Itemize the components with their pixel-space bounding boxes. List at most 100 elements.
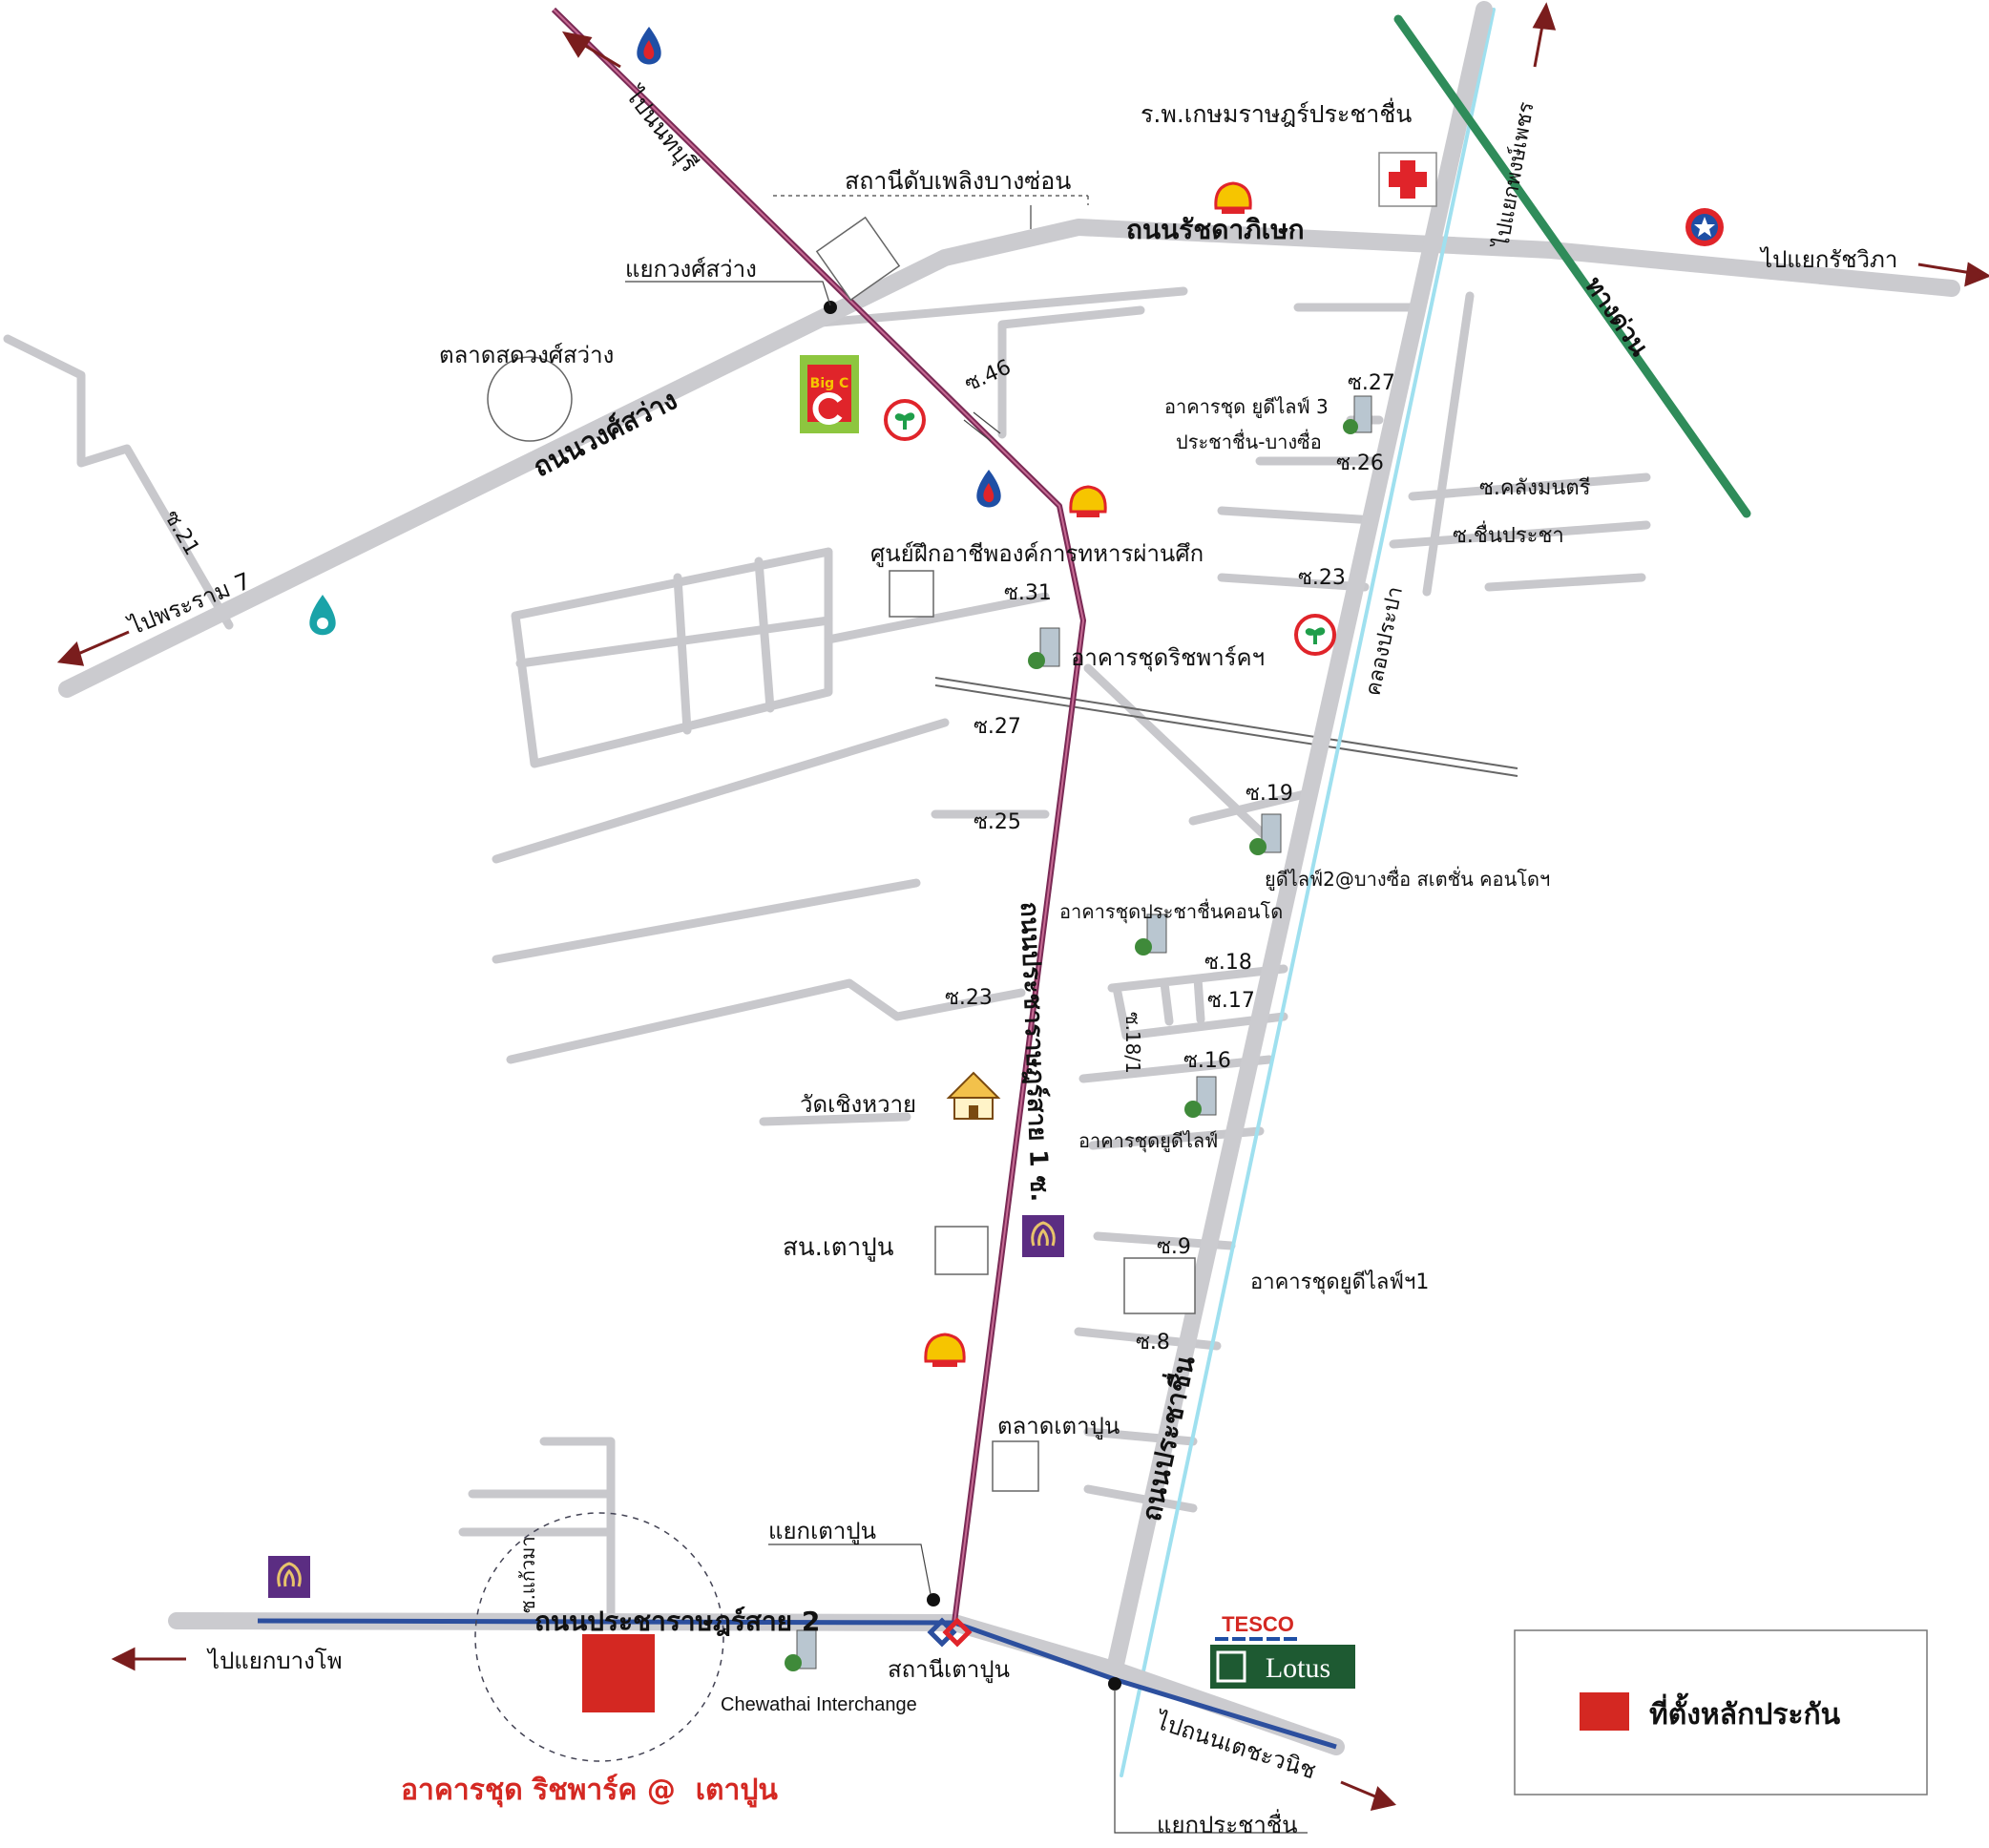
uddelight3-label-b: ประชาชื่น-บางซื่อ bbox=[1176, 429, 1322, 453]
svg-text:TESCO: TESCO bbox=[1222, 1612, 1294, 1636]
soi-27-west-label: ซ.27 bbox=[974, 715, 1021, 739]
road-soi-23-west bbox=[506, 978, 1026, 1064]
legend-label: ที่ตั้งหลักประกัน bbox=[1649, 1692, 1841, 1732]
road-soi-kaew-ma bbox=[539, 1437, 616, 1618]
arrow-to-nonthaburi bbox=[561, 31, 621, 69]
road-wat-area bbox=[759, 1112, 911, 1126]
wong-sawang-junction-dot bbox=[824, 301, 837, 314]
svg-text:Lotus: Lotus bbox=[1266, 1652, 1330, 1684]
condo-building-icon bbox=[1028, 627, 1060, 669]
veteran-center-label: ศูนย์ฝึกอาชีพองค์การทหารผ่านศึก bbox=[870, 540, 1204, 568]
condo-building-icon bbox=[1249, 813, 1282, 855]
soi-23-east-label: ซ.23 bbox=[1298, 566, 1346, 590]
soi-18-label: ซ.18 bbox=[1204, 951, 1252, 975]
udelight-condo-label: อาคารชุดยูดีไลฟ์ bbox=[1078, 1129, 1218, 1153]
arrow-to-thetsaban bbox=[1340, 1780, 1396, 1812]
soi-31-label: ซ.31 bbox=[1004, 581, 1052, 605]
soi-21-label: ซ.21 bbox=[159, 507, 204, 560]
major-roads bbox=[58, 1, 1960, 1777]
ptt-fuel-icon bbox=[976, 470, 1001, 508]
purple-line-core bbox=[553, 9, 1084, 1624]
shell-fuel-icon bbox=[1214, 181, 1252, 214]
to-chaeng-watthana-label: ไปแยกรัชวิภา bbox=[1759, 246, 1897, 273]
road-soi-24 bbox=[1217, 506, 1379, 525]
soi-46-label: ซ.46 bbox=[961, 355, 1015, 396]
project-location-marker bbox=[582, 1634, 655, 1712]
soi-23-west-label: ซ.23 bbox=[945, 986, 993, 1010]
legend-swatch bbox=[1580, 1692, 1629, 1731]
soi-17-label: ซ.17 bbox=[1207, 989, 1255, 1013]
to-nonthaburi-label: ไปนนทบุรี bbox=[618, 81, 702, 178]
road-soi-19 bbox=[1188, 788, 1317, 826]
expressway-line bbox=[1393, 14, 1751, 518]
kasikorn-bank-icon bbox=[884, 399, 926, 441]
pracha-chuen-junction-label: แยกประชาชื่น bbox=[1157, 1809, 1298, 1838]
pracharat-sai1-road-label: ถนนประชาราษฎร์สาย 1 ซ. bbox=[1015, 901, 1055, 1202]
expressway-label: ทางด่วน bbox=[1579, 272, 1653, 362]
tao-poon-market-label: ตลาดเตาปูน bbox=[997, 1413, 1120, 1440]
mrt-station-icon bbox=[927, 1617, 973, 1648]
udelight1-box bbox=[1123, 1257, 1196, 1314]
road-soi-46 bbox=[997, 305, 1145, 439]
fire-station-box bbox=[815, 216, 901, 302]
pracha-chuen-condo-label: อาคารชุดประชาชื่นคอนโด bbox=[1059, 898, 1283, 924]
tesco-lotus-logo: TESCO Lotus bbox=[1210, 1612, 1355, 1689]
pracharat-sai2-road-label: ถนนประชาราษฎร์สาย 2 bbox=[534, 1606, 820, 1637]
to-ngam-wong-wan-label: ไปแยกพงษ์เพชร bbox=[1489, 100, 1539, 251]
road-veteran-h bbox=[515, 616, 833, 668]
hospital-cross-icon bbox=[1378, 152, 1437, 207]
road-pracha-chuen bbox=[1106, 1, 1493, 1677]
road-rail-branch bbox=[1083, 663, 1274, 845]
shell-fuel-icon bbox=[1069, 485, 1107, 517]
temple-icon bbox=[946, 1071, 1001, 1120]
arrow-to-chaeng-watthana bbox=[1917, 262, 1989, 287]
uddelight3-label-a: อาคารชุด ยูดีไลฟ์ 3 bbox=[1164, 395, 1329, 419]
road-market-soi bbox=[1083, 1427, 1198, 1513]
tao-poon-station-label: สถานีเตาปูน bbox=[888, 1656, 1010, 1684]
tao-poon-market-box bbox=[992, 1440, 1039, 1492]
udelight1-label: อาคารชุดยูดีไลฟ์ฯ1 bbox=[1250, 1270, 1429, 1294]
to-bang-pho-label: ไปแยกบางโพ bbox=[206, 1648, 343, 1674]
veteran-center-box bbox=[889, 570, 934, 618]
wong-sawang-market-label: ตลาดสดวงศ์สว่าง bbox=[439, 342, 614, 368]
landmark-boxes bbox=[487, 216, 1196, 1492]
tao-poon-police-label: สน.เตาปูน bbox=[783, 1233, 894, 1262]
wong-sawang-junction-label: แยกวงศ์สว่าง bbox=[625, 256, 757, 283]
tao-poon-junction-dot bbox=[927, 1593, 940, 1606]
road-chuen-pracha bbox=[1389, 520, 1651, 549]
soi-chuen-pracha-label: ซ.ชื่นประชา bbox=[1453, 520, 1564, 548]
road-veteran-v1 bbox=[673, 573, 692, 735]
kasikorn-bank-icon bbox=[1294, 614, 1336, 656]
svg-text:Big C: Big C bbox=[810, 376, 849, 391]
condo-building-icon bbox=[1343, 395, 1372, 434]
road-wong-sawang-east bbox=[816, 286, 1188, 327]
arrow-to-rama7 bbox=[56, 630, 130, 666]
scb-bank-icon bbox=[268, 1556, 310, 1598]
arrow-to-ngam-wong-wan bbox=[1532, 2, 1557, 68]
wat-choeng-wai-label: วัดเชิงหวาย bbox=[800, 1091, 916, 1118]
road-wong-sawang bbox=[58, 219, 1960, 698]
soi-khlang-montri-label: ซ.คลังมนตรี bbox=[1479, 476, 1591, 500]
chewathai-label: Chewathai Interchange bbox=[721, 1694, 917, 1715]
hospital-label: ร.พ.เกษมราษฎร์ประชาชื่น bbox=[1141, 97, 1412, 128]
project-title: อาคารชุด ริชพาร์ค @ เตาปูน bbox=[401, 1774, 778, 1808]
caltex-fuel-icon bbox=[1685, 208, 1724, 246]
pt-fuel-icon bbox=[309, 595, 336, 636]
pracha-chuen-junction-dot bbox=[1108, 1677, 1121, 1690]
road-east-2 bbox=[1484, 573, 1646, 592]
richpark-condo-label: อาคารชุดริชพาร์คฯ bbox=[1071, 644, 1265, 672]
shell-fuel-icon bbox=[924, 1333, 966, 1367]
soi-9-label: ซ.9 bbox=[1157, 1235, 1191, 1259]
canal-khlong-prapa bbox=[1120, 8, 1496, 1777]
legend: ที่ตั้งหลักประกัน bbox=[1514, 1629, 1928, 1796]
ratchadaphisek-road-label: ถนนรัชดาภิเษก bbox=[1126, 214, 1305, 245]
map-labels: ไปนนทบุรี ร.พ.เกษมราษฎร์ประชาชื่น ไปแยกพ… bbox=[124, 81, 1897, 1838]
soi-19-label: ซ.19 bbox=[1246, 782, 1293, 806]
road-soi-23-bottom bbox=[492, 878, 921, 964]
soi-8-label: ซ.8 bbox=[1136, 1331, 1170, 1354]
road-soi-16 bbox=[1078, 1055, 1274, 1083]
rail-track bbox=[934, 677, 1518, 777]
tao-poon-police-box bbox=[934, 1226, 989, 1275]
big-c-logo: Big C bbox=[800, 355, 859, 433]
road-soi-18-block bbox=[1107, 964, 1288, 1040]
